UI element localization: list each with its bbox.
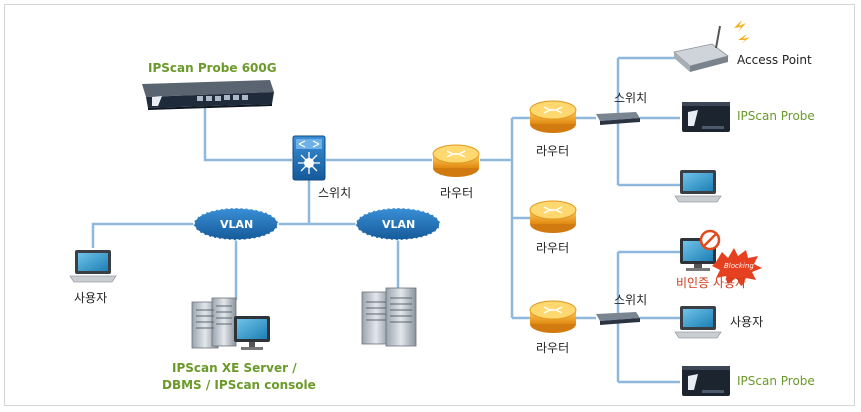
switch-bottom-icon: [596, 312, 640, 325]
laptop-right-bottom-icon: [674, 306, 722, 339]
block-sign-icon: [699, 229, 721, 251]
center-switch-label: 스위치: [318, 186, 351, 200]
laptop-right-top-icon: [674, 170, 722, 203]
router-top-label: 라우터: [536, 144, 569, 158]
vlan-right-label: VLAN: [382, 218, 415, 231]
server-cluster-right-icon: [361, 287, 417, 347]
probe-600g-device: [142, 80, 274, 110]
router-mid-icon: [529, 200, 577, 233]
server-label-line2: DBMS / IPScan console: [162, 378, 316, 392]
router-mid-label: 라우터: [536, 241, 569, 255]
link-probe-switch: [203, 104, 292, 162]
access-point-icon: [673, 20, 750, 72]
access-point-label: Access Point: [737, 53, 812, 67]
router-bottom-label: 라우터: [536, 341, 569, 355]
center-router-label: 라우터: [440, 186, 473, 200]
probe-right-bottom-label: IPScan Probe: [737, 374, 815, 388]
server-cluster-left-icon: [191, 297, 270, 350]
blocking-burst-icon: Blocking: [712, 248, 762, 286]
switch-bottom-label: 스위치: [614, 293, 647, 307]
probe-600g-label: IPScan Probe 600G: [148, 61, 277, 75]
blocking-label: Blocking: [724, 262, 754, 270]
unauth-user-label: 비인증 사용자: [676, 276, 746, 290]
vlan-left-label: VLAN: [220, 218, 253, 231]
user-right-label: 사용자: [730, 315, 763, 329]
user-left-label: 사용자: [74, 291, 107, 305]
probe-right-bottom-icon: [682, 366, 730, 396]
switch-top-icon: [596, 112, 640, 125]
switch-top-label: 스위치: [614, 91, 647, 105]
link-switch-lan: [91, 180, 311, 248]
server-label-line1: IPScan XE Server /: [172, 361, 297, 375]
router-bottom-icon: [529, 300, 577, 333]
laptop-left-icon: [69, 250, 117, 283]
router-center-icon: [432, 144, 480, 177]
vlan-left-cloud: [193, 207, 279, 241]
probe-right-top-label: IPScan Probe: [737, 109, 815, 123]
router-top-icon: [529, 100, 577, 133]
vlan-right-cloud: [355, 207, 441, 241]
core-switch-icon: [292, 135, 326, 181]
probe-right-top-icon: [682, 102, 730, 132]
diagram-frame: [4, 4, 855, 406]
